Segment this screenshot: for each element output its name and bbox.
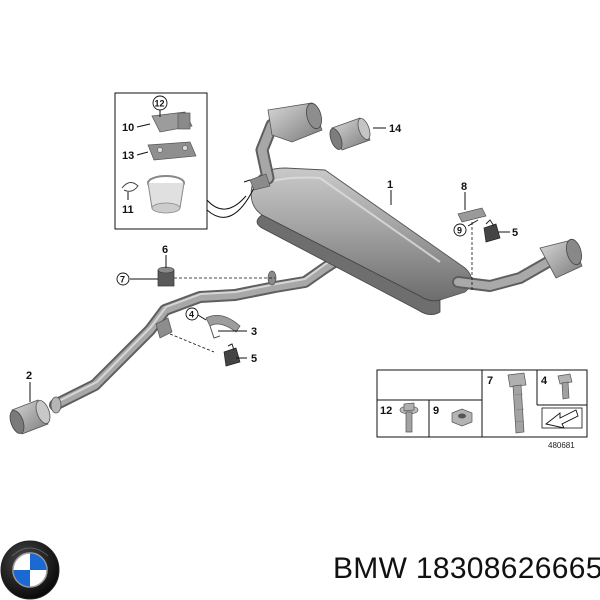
callout-3: 3 [251,326,257,338]
legend-label-9: 9 [433,405,439,417]
callout-leaders [29,109,510,402]
front-pipe-bracket [155,317,215,353]
front-exhaust-pipe [49,249,351,414]
callout-5-lower: 5 [251,353,257,365]
callout-12: 12 [155,99,165,109]
callout-labels: 1 2 3 4 5 5 6 7 8 9 10 11 12 13 14 [26,95,518,382]
callout-13: 13 [122,150,134,162]
legend-label-4: 4 [541,375,548,387]
callout-6: 6 [162,244,168,256]
callout-14: 14 [389,123,402,135]
bmw-logo [0,540,60,600]
callout-10: 10 [122,122,134,134]
part-5-upper-mount [483,219,501,243]
callout-7: 7 [120,275,125,285]
part-1-rear-muffler [250,167,472,315]
legend-small-bolt-4 [557,373,573,400]
rear-pipe-clamp [243,173,271,191]
legend-long-bolt [507,372,527,434]
legend-flange-bolt-12 [399,402,419,433]
part-5-lower-mount [223,343,241,367]
part-8-bracket-right [457,207,487,292]
actuator-inset [114,92,255,230]
forward-direction-arrow-icon [541,407,583,429]
callout-2: 2 [26,370,32,382]
fastener-legend: 7 4 12 9 4 [376,369,588,450]
right-tail-pipe [452,238,583,292]
left-tail-pipe [255,102,323,185]
part-14-tailpipe-tip [329,117,371,151]
callout-9: 9 [457,226,462,236]
legend-hex-nut-9 [451,408,473,427]
callout-5-upper: 5 [512,227,518,239]
diagram-reference-number: 480681 [548,441,575,450]
part-number-caption: BMW 18308626665 [333,552,600,585]
callout-1: 1 [387,179,393,191]
legend-label-7: 7 [487,375,493,387]
callout-4: 4 [189,310,194,320]
legend-label-12: 12 [380,405,392,417]
callout-11: 11 [122,204,134,216]
part-2-clamp-sleeve [9,399,51,435]
part-3-hanger-bracket [205,315,241,339]
callout-8: 8 [461,181,467,193]
part-6-rubber-mount [157,266,275,287]
